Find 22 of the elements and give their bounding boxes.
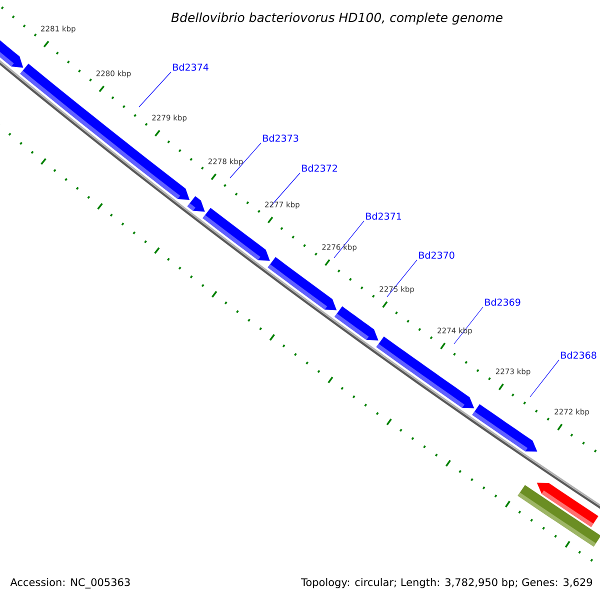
- gene-feature: [187, 196, 205, 212]
- gene-feature: [518, 485, 600, 547]
- gene-feature: [268, 257, 337, 310]
- gene-feature: [472, 404, 538, 452]
- gene-feature: [376, 336, 474, 408]
- gene-label: Bd2368: [561, 351, 596, 359]
- leader-line: [530, 360, 560, 398]
- gene-label: Bd2373: [263, 134, 298, 142]
- gene-label: Bd2371: [366, 212, 402, 220]
- gene-feature: [202, 208, 270, 261]
- leader-line: [334, 220, 364, 258]
- gene-label: Bd2372: [302, 164, 337, 172]
- leader-line: [386, 260, 418, 298]
- gene-label: Bd2369: [485, 298, 520, 306]
- accession-text: Accession: NC_005363: [10, 578, 130, 588]
- gene-label: Bd2370: [419, 251, 454, 259]
- leader-line: [454, 306, 484, 344]
- title: Bdellovibrio bacteriovorus HD100, complete genome: [171, 12, 502, 25]
- genome-info-text: Topology: circular; Length: 3,782,950 bp; Genes: 3,629: [301, 578, 592, 588]
- gene-feature: [334, 306, 378, 340]
- gene-label: Bd2374: [173, 63, 208, 71]
- leader-line: [230, 142, 262, 178]
